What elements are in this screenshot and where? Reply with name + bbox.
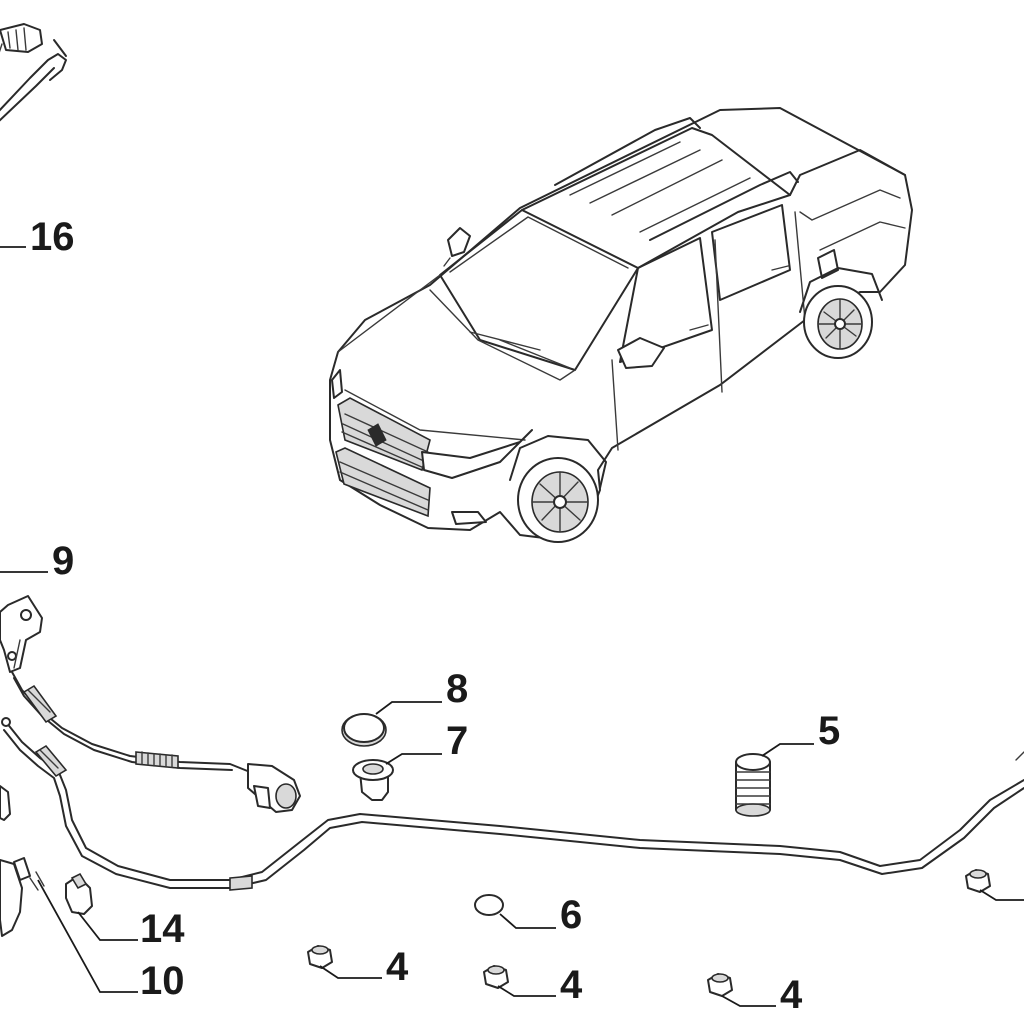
part-right-edge-fragment [1015, 751, 1024, 761]
leader-4b [497, 985, 556, 997]
callout-14: 14 [140, 907, 185, 951]
callout-16: 16 [30, 215, 75, 259]
vehicle-drawing [329, 107, 913, 543]
leader-14 [77, 911, 138, 941]
part-10-bracket [0, 785, 45, 937]
part-4-nut-a [307, 945, 333, 969]
leader-4a [319, 965, 382, 979]
part-7-grommet [352, 759, 394, 801]
part-14-clip [65, 872, 93, 915]
leader-6 [499, 913, 556, 929]
part-4-nut-c [707, 973, 733, 997]
leader-8 [375, 701, 442, 715]
callout-4c: 4 [780, 973, 803, 1017]
part-6-ring [474, 894, 504, 916]
part-4-nut-d [965, 869, 1024, 901]
callout-7: 7 [446, 719, 468, 763]
leader-7 [385, 753, 442, 765]
leader-10 [37, 879, 138, 993]
callout-4a: 4 [386, 945, 409, 989]
part-4-nut-b [483, 965, 509, 989]
callout-8: 8 [446, 667, 468, 711]
callout-6: 6 [560, 893, 582, 937]
part-8-cap [341, 713, 387, 747]
leader-5 [761, 743, 814, 757]
callout-5: 5 [818, 709, 840, 753]
cable-harness [1, 671, 1024, 891]
callout-9: 9 [52, 539, 74, 583]
callout-10: 10 [140, 959, 185, 1003]
part-9-bracket [0, 595, 43, 673]
leader-4c [721, 995, 776, 1007]
part-16-hose [0, 23, 67, 122]
part-5-boot [735, 753, 771, 817]
callout-4b: 4 [560, 963, 583, 1007]
